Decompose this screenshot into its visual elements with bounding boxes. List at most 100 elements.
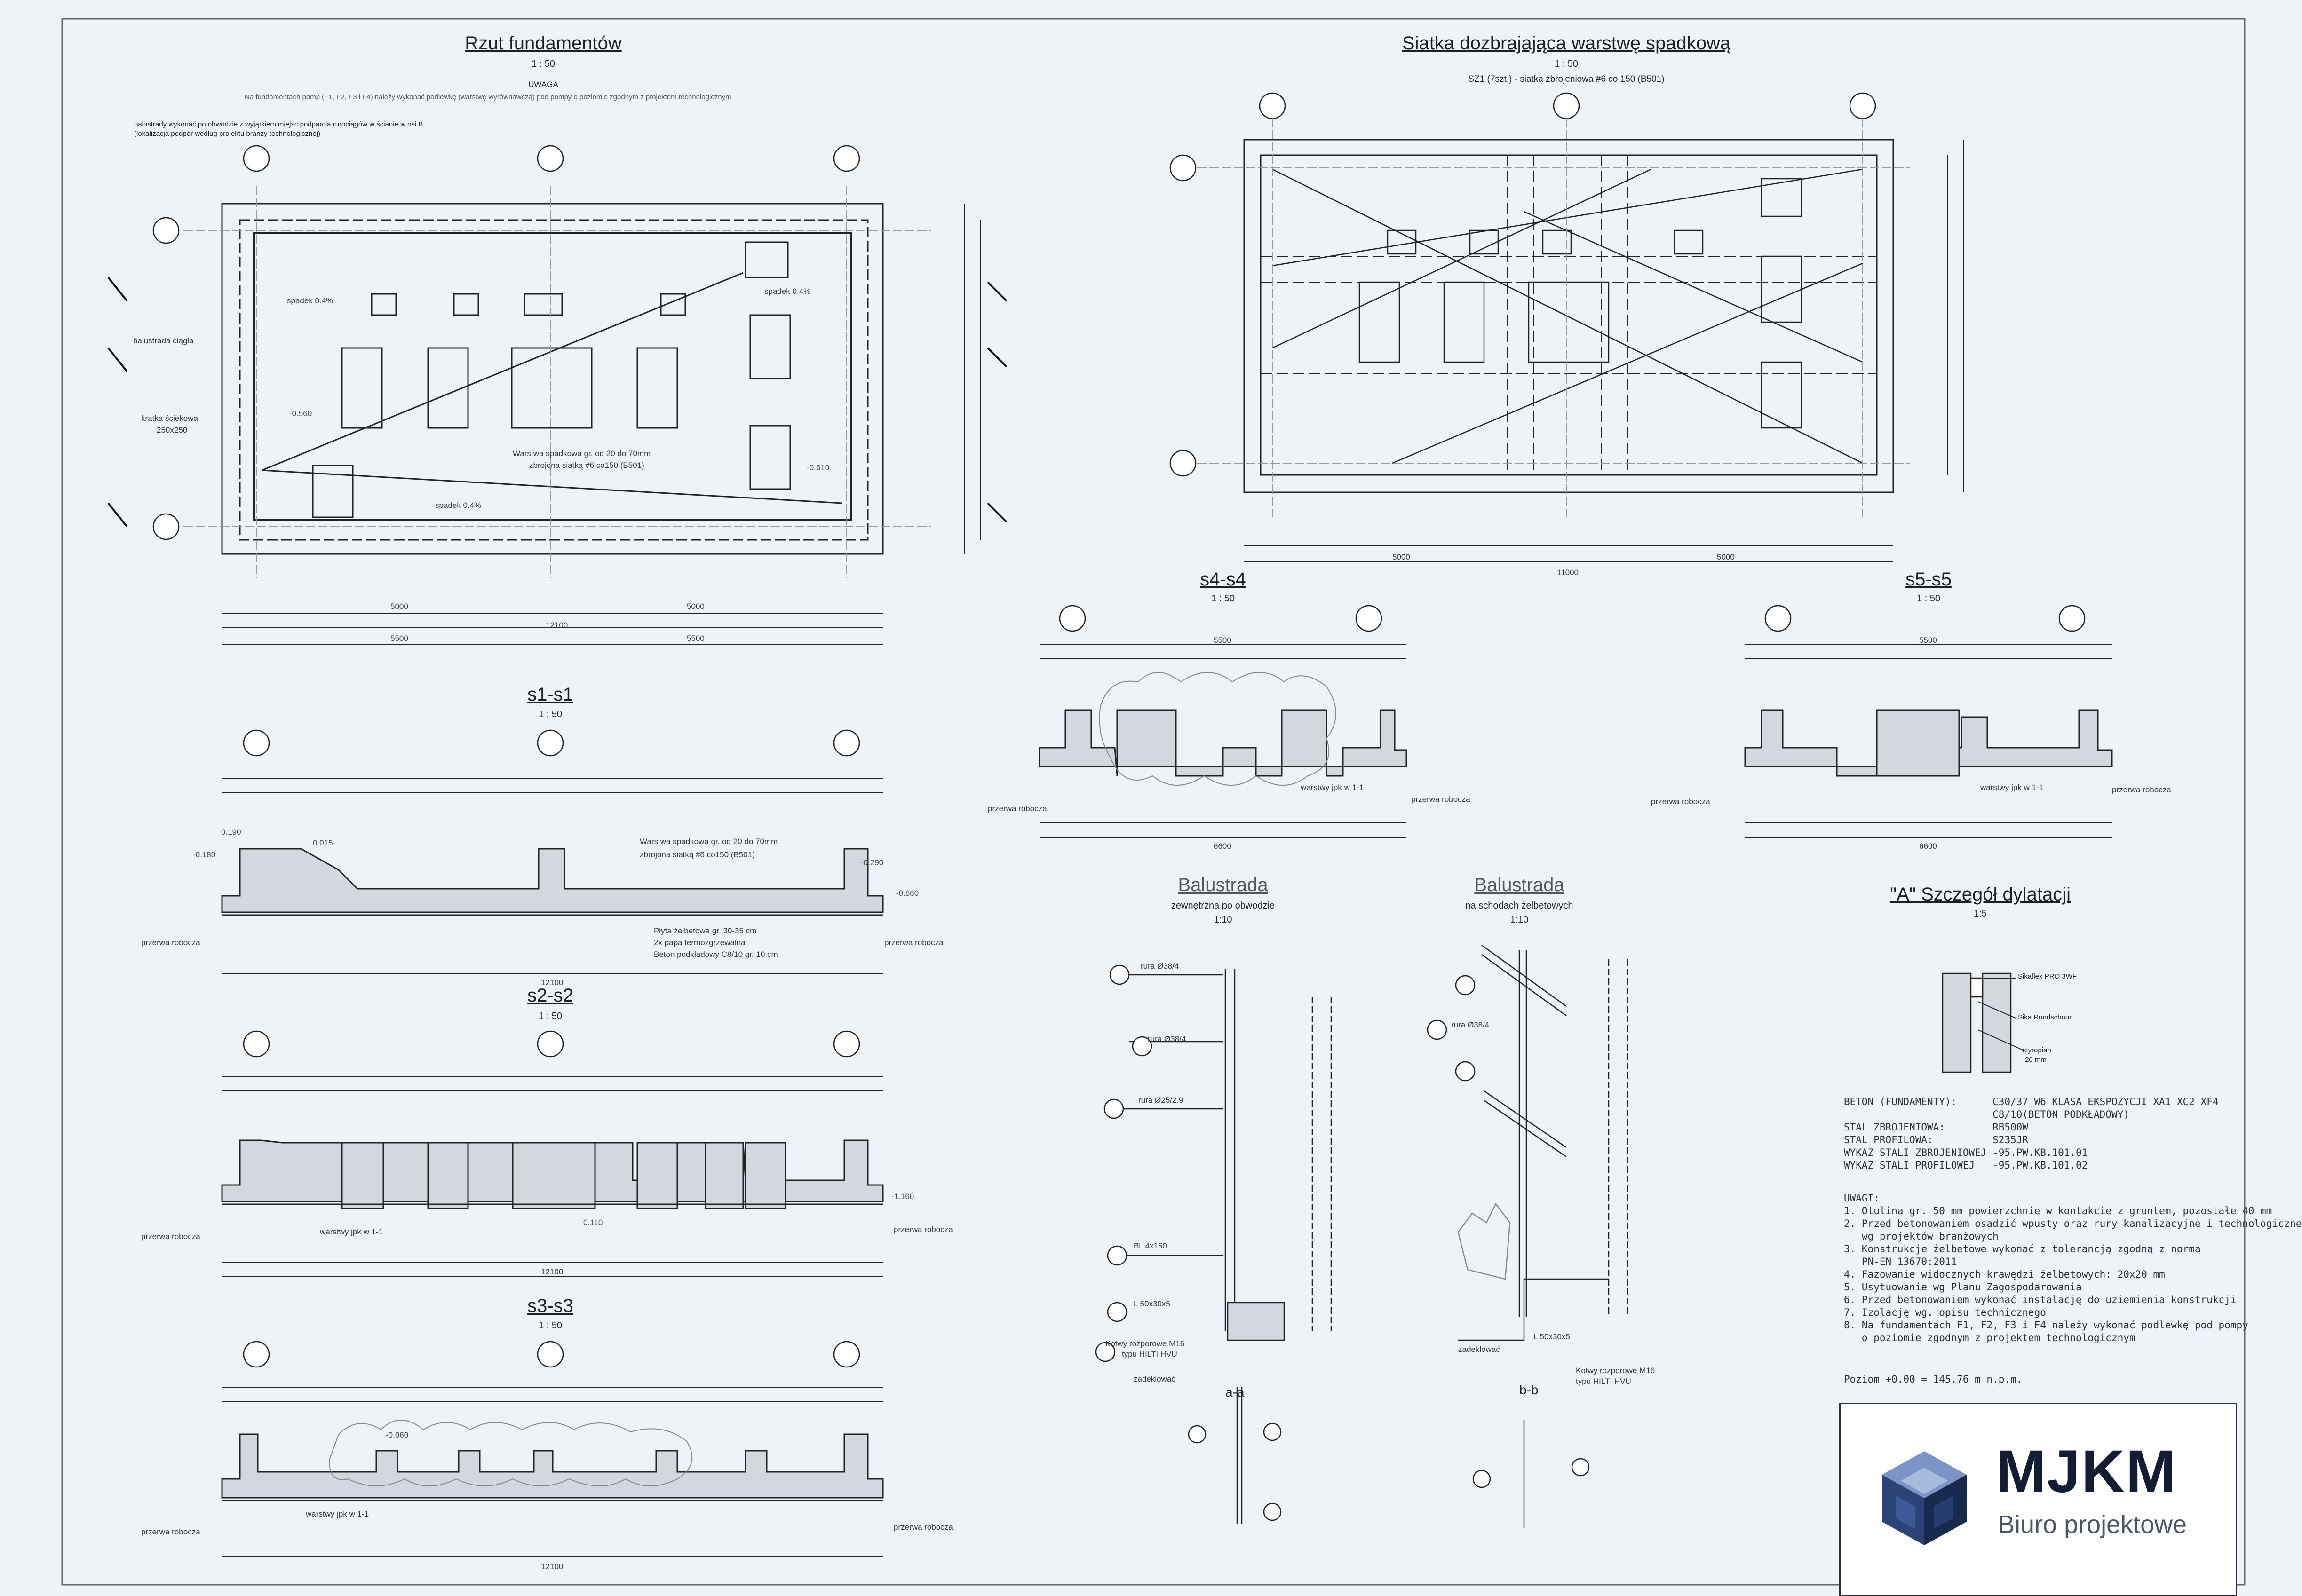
rura-label: rura Ø38/4 <box>1141 962 1179 971</box>
foundation-plan <box>107 186 1008 645</box>
slab-layer-1: Płyta żelbetowa gr. 30-35 cm <box>654 926 757 935</box>
deck-label: zadeklować <box>1134 1375 1175 1383</box>
mesh-plan-scale: 1 : 50 <box>1554 59 1579 69</box>
grate-size-label: 250x250 <box>157 426 188 435</box>
bolt-label-2: typu HILTI HVU <box>1576 1377 1631 1386</box>
drawing-sheet <box>61 18 2246 1586</box>
section-s3-scale: 1 : 50 <box>538 1320 563 1331</box>
mesh-note: SZ1 (7szt.) - siatka zbrojeniowa #6 co 1… <box>1468 74 1665 84</box>
section-s3 <box>221 1433 884 1501</box>
railing-outer-title: Balustrada <box>1178 875 1268 895</box>
section-s2 <box>221 1139 884 1209</box>
detail-a-title: "A" Szczegół dylatacji <box>1889 884 2071 905</box>
railing-stairs <box>1457 944 1628 1528</box>
material-notes: BETON (FUNDAMENTY): C30/37 W6 KLASA EKSP… <box>1844 1096 2219 1171</box>
railing-callout: balustrady wykonać po obwodzie z wyjątki… <box>134 120 423 138</box>
joint-label: przerwa robocza <box>141 1527 200 1536</box>
uwaga-text: Na fundamentach pomp (F1, F2, F3 i F4) n… <box>245 93 731 101</box>
sections-dims <box>222 778 883 1557</box>
layer-label: Warstwa spadkowa gr. od 20 do 70mm <box>640 837 778 846</box>
general-notes: UWAGI: 1. Otulina gr. 50 mm powierzchnie… <box>1844 1193 2302 1343</box>
grate-label: kratka ściekowa <box>141 414 198 423</box>
dim-5000: 5000 <box>687 602 705 611</box>
railing-stairs-scale: 1:10 <box>1510 915 1529 925</box>
dim-5000: 5000 <box>1392 553 1410 561</box>
dim-5000: 5000 <box>1717 553 1735 561</box>
dim-6600: 6600 <box>1214 842 1231 851</box>
sika-rund-label: Sika Rundschnur <box>2018 1013 2072 1021</box>
level-0015: 0.015 <box>313 838 333 847</box>
layers-jpk-label: warstwy jpk w 1-1 <box>1980 783 2044 792</box>
joint-label: przerwa robocza <box>884 938 944 947</box>
section-s5 <box>1744 709 2113 777</box>
railing-outer <box>1105 969 1332 1524</box>
layer-label: Warstwa spadkowa gr. od 20 do 70mm <box>513 449 651 458</box>
mesh-plan <box>1197 118 1964 562</box>
level-0110: 0.110 <box>583 1218 603 1227</box>
slope-label: spadek 0.4% <box>435 501 482 510</box>
section-s3-title: s3-s3 <box>527 1296 573 1316</box>
layer-label-2: zbrojona siatką #6 co150 (B501) <box>640 850 755 859</box>
dim-12100: 12100 <box>541 1267 564 1276</box>
joint-label: przerwa robocza <box>2112 785 2171 794</box>
level-1160: -1.160 <box>891 1192 914 1201</box>
dim-6600: 6600 <box>1919 842 1937 851</box>
slope-label: spadek 0.4% <box>287 296 333 305</box>
section-s5-title: s5-s5 <box>1905 569 1952 590</box>
section-s2-scale: 1 : 50 <box>538 1011 563 1021</box>
logo-name: MJKM <box>1996 1438 2177 1505</box>
section-a-a: a-a <box>1225 1385 1245 1399</box>
bolt-label: Kotwy rozporowe M16 <box>1576 1366 1655 1375</box>
rura-label: rura Ø38/4 <box>1451 1020 1490 1029</box>
level-0190: 0.190 <box>221 828 241 837</box>
rura-small-label: rura Ø25/2.9 <box>1138 1096 1183 1105</box>
level-0560: -0.560 <box>289 409 312 418</box>
dim-5500: 5500 <box>1919 636 1937 645</box>
styropian-thk: 20 mm <box>2025 1056 2047 1064</box>
joint-label: przerwa robocza <box>894 1523 953 1532</box>
deck-label: zadeklować <box>1458 1345 1500 1354</box>
mesh-plan-title: Siatka dozbrajająca warstwę spadkową <box>1402 33 1731 54</box>
joint-label: przerwa robocza <box>1651 797 1710 806</box>
dim-5500: 5500 <box>390 634 408 643</box>
layers-jpk-label: warstwy jpk w 1-1 <box>1301 783 1364 792</box>
detail-a-scale: 1:5 <box>1974 909 1987 919</box>
foundation-plan-title: Rzut fundamentów <box>465 33 622 54</box>
layer-label-2: zbrojona siatką #6 co150 (B501) <box>529 461 644 470</box>
slab-layer-3: Beton podkładowy C8/10 gr. 10 cm <box>654 950 778 959</box>
axis-markers <box>152 92 2086 1368</box>
section-s5-scale: 1 : 50 <box>1916 593 1941 604</box>
section-s1 <box>221 848 884 916</box>
section-s4-scale: 1 : 50 <box>1211 593 1235 604</box>
level-0060: -0.060 <box>386 1430 409 1439</box>
railing-outer-scale: 1:10 <box>1214 915 1232 925</box>
level-0860: -0.860 <box>896 889 919 898</box>
dim-12100: 12100 <box>541 1562 564 1571</box>
dim-11000: 11000 <box>1557 568 1579 577</box>
dim-5500: 5500 <box>1214 636 1231 645</box>
dim-5500: 5500 <box>687 634 705 643</box>
layers-jpk-label: warstwy jpk w 1-1 <box>306 1509 369 1518</box>
section-s1-title: s1-s1 <box>527 684 573 705</box>
level-0180: -0.180 <box>193 850 216 859</box>
level-datum: Poziom +0.00 = 145.76 m n.p.m. <box>1844 1374 2023 1385</box>
joint-label: przerwa robocza <box>988 804 1047 813</box>
foundation-plan-scale: 1 : 50 <box>531 59 556 69</box>
angle-label: L 50x30x5 <box>1533 1332 1570 1341</box>
detail-a <box>1942 972 2012 1073</box>
section-s4-title: s4-s4 <box>1200 569 1246 590</box>
logo-subtitle: Biuro projektowe <box>1998 1510 2187 1539</box>
title-block-logo: MJKM Biuro projektowe <box>1839 1403 2237 1596</box>
layers-jpk-label: warstwy jpk w 1-1 <box>320 1227 383 1236</box>
railing-item-bubbles <box>1095 964 1590 1521</box>
section-s2-title: s2-s2 <box>527 985 573 1006</box>
railing-cont-label: balustrada ciągła <box>133 336 194 345</box>
railing-stairs-sub: na schodach żelbetowych <box>1465 901 1573 911</box>
section-s1-scale: 1 : 50 <box>538 709 563 719</box>
bolt-label-2: typu HILTI HVU <box>1122 1350 1177 1359</box>
joint-label: przerwa robocza <box>141 938 200 947</box>
dim-12100: 12100 <box>541 978 564 987</box>
rura-label: rura Ø38/4 <box>1148 1035 1186 1043</box>
section-b-b: b-b <box>1519 1383 1539 1397</box>
dim-5000: 5000 <box>390 602 408 611</box>
